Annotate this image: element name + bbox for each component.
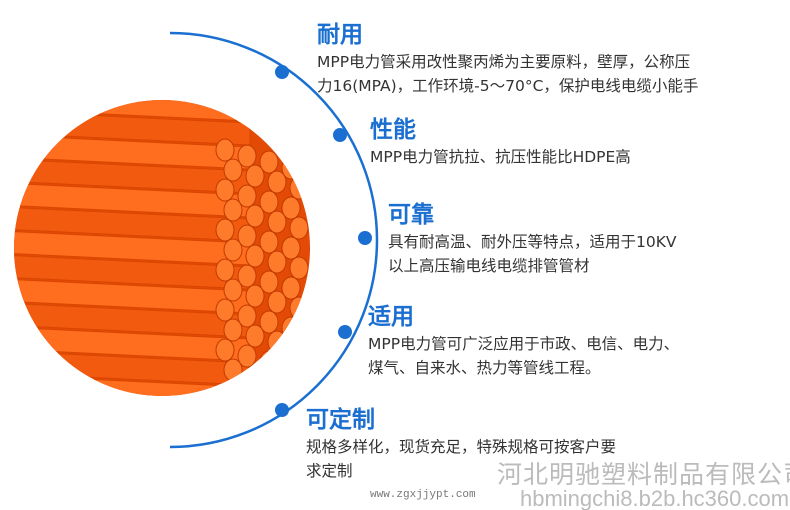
feature-description: MPP电力管可广泛应用于市政、电信、电力、: [368, 335, 680, 353]
feature-description: 力16(MPA)，工作环境-5～70°C，保护电线电缆小能手: [317, 77, 699, 95]
feature-item: 可靠具有耐高温、耐外压等特点，适用于10KV 以上高压输电线电缆排管管材: [388, 200, 677, 278]
pipe-end: [237, 344, 257, 368]
pipe-end: [281, 356, 301, 380]
pipe-end: [267, 370, 287, 394]
timeline-dot: [338, 325, 352, 339]
watermark-site-2: hbmingchi8.b2b.hc360.com: [520, 486, 790, 510]
pipe-end: [223, 278, 243, 302]
pipe-end: [237, 144, 257, 168]
pipe-end: [267, 210, 287, 234]
pipe: [0, 399, 250, 433]
timeline-dot: [333, 128, 347, 142]
pipe-end: [223, 318, 243, 342]
pipe-end: [289, 216, 309, 240]
pipe-end: [259, 310, 279, 334]
pipe-end: [215, 338, 235, 362]
pipe-end: [289, 336, 309, 360]
feature-description: MPP电力管抗拉、抗压性能比HDPE高: [370, 148, 631, 166]
pipe-end: [267, 330, 287, 354]
feature-description: 求定制: [306, 462, 353, 480]
pipe-end: [259, 190, 279, 214]
pipe-end: [245, 204, 265, 228]
feature-title: 适用: [368, 304, 414, 330]
pipe-end: [289, 176, 309, 200]
pipe-end: [289, 296, 309, 320]
pipe-end: [245, 324, 265, 348]
feature-description: MPP电力管采用改性聚丙烯为主要原料，壁厚，公称压: [317, 53, 691, 71]
pipe-end: [245, 164, 265, 188]
pipe-end: [215, 218, 235, 242]
timeline-dot: [275, 403, 289, 417]
feature-title: 性能: [370, 117, 416, 143]
feature-title: 可靠: [388, 202, 434, 228]
feature-item: 耐用 MPP电力管采用改性聚丙烯为主要原料，壁厚，公称压力16(MPA)，工作环境…: [317, 20, 698, 98]
feature-description: 煤气、自来水、热力等管线工程。: [368, 359, 601, 377]
feature-description: 规格多样化，现货充足，特殊规格可按客户要: [306, 438, 617, 456]
feature-item: 适用 MPP电力管可广泛应用于市政、电信、电力、煤气、自来水、热力等管线工程。: [368, 302, 679, 380]
pipe-end: [237, 264, 257, 288]
pipe-end: [215, 178, 235, 202]
timeline-arc: [169, 31, 379, 449]
pipe-end: [245, 244, 265, 268]
pipes-group: [0, 100, 310, 433]
feature-item: 可定制规格多样化，现货充足，特殊规格可按客户要求定制: [306, 405, 616, 483]
pipe-end: [223, 158, 243, 182]
pipe-end: [237, 224, 257, 248]
pipe-end: [281, 156, 301, 180]
pipe-end: [215, 138, 235, 162]
pipe-end: [223, 198, 243, 222]
pipe-end: [237, 184, 257, 208]
pipe-end: [259, 230, 279, 254]
pipe-end: [281, 276, 301, 300]
pipe-end: [245, 284, 265, 308]
pipe-end: [259, 350, 279, 374]
pipe-end: [281, 316, 301, 340]
timeline-dot: [358, 231, 372, 245]
feature-description: 具有耐高温、耐外压等特点，适用于10KV: [388, 233, 677, 251]
pipe-end: [281, 236, 301, 260]
pipe-end: [259, 150, 279, 174]
timeline-dots: [275, 65, 372, 417]
feature-description: 以上高压输电线电缆排管管材: [388, 257, 590, 275]
watermark-company: 河北明驰塑料制品有限公司: [497, 461, 790, 489]
pipe-end: [267, 250, 287, 274]
pipe-end: [267, 170, 287, 194]
pipe-end: [215, 258, 235, 282]
pipe-end: [215, 298, 235, 322]
watermark-site: www.zgxjjypt.com: [370, 489, 476, 501]
pipe-end: [259, 270, 279, 294]
pipe-end: [245, 364, 265, 388]
feature-title: 耐用: [317, 22, 363, 48]
pipe-end: [267, 290, 287, 314]
pipe-end: [237, 304, 257, 328]
pipe-end: [289, 256, 309, 280]
pipe-end: [223, 238, 243, 262]
feature-item: 性能 MPP电力管抗拉、抗压性能比HDPE高: [370, 115, 631, 169]
feature-title: 可定制: [306, 407, 375, 433]
pipe-end: [281, 196, 301, 220]
timeline-dot: [275, 65, 289, 79]
